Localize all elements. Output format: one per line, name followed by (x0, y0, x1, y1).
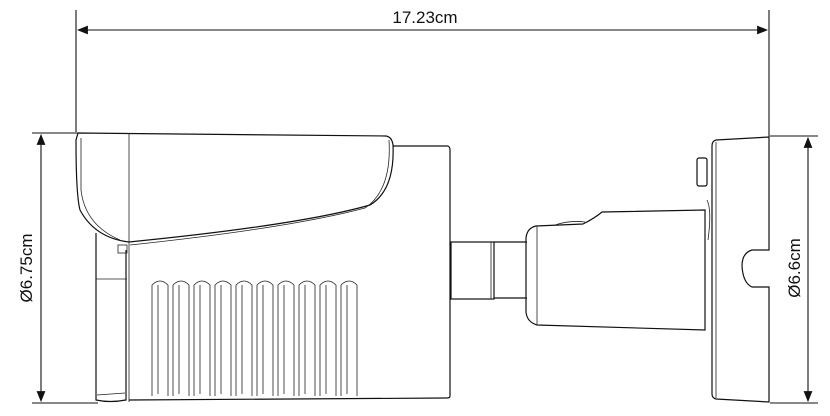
mount-bracket (450, 209, 706, 331)
front-diameter-label: Ø6.75cm (17, 234, 36, 303)
front-diameter-dimension: Ø6.75cm (17, 132, 98, 404)
base-diameter-label: Ø6.6cm (785, 238, 804, 298)
length-dimension: 17.23cm (75, 8, 770, 138)
camera-body (75, 132, 451, 403)
base-diameter-dimension: Ø6.6cm (770, 135, 818, 404)
length-label: 17.23cm (392, 8, 457, 27)
wall-base (696, 136, 770, 403)
cooling-fins (151, 280, 358, 396)
